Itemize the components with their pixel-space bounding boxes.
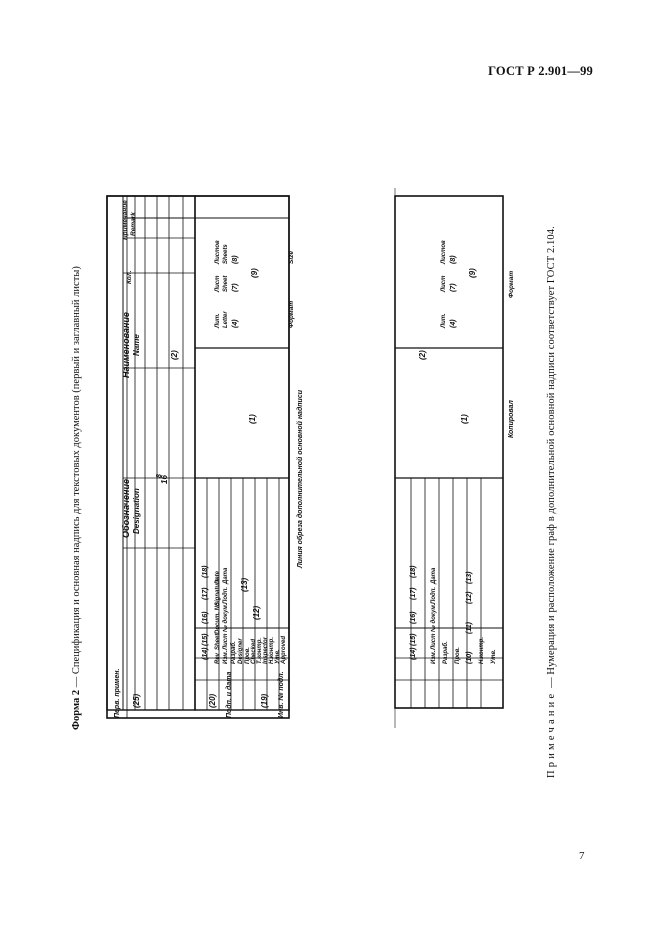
ab-kopiroval: Копировал — [508, 399, 515, 438]
page-number: 7 — [579, 850, 585, 862]
tb-docum: Docum. No — [215, 602, 221, 634]
tb-cell-16: (16) — [202, 611, 209, 624]
ab-cell-18: (18) — [410, 565, 417, 578]
document-code: ГОСТ Р 2.901—99 — [488, 64, 593, 78]
tb-approved: Approved — [281, 636, 287, 665]
first-use-label: Перв. примен. — [114, 669, 121, 718]
tb-cell-17: (17) — [202, 587, 209, 600]
ab-field-8: (8) — [450, 255, 457, 264]
tb-letter: Letter — [223, 311, 229, 328]
ab-field-12: (12) — [466, 591, 473, 604]
ab-list2: Лист — [441, 275, 447, 293]
tb-tkontr: Т.контр. — [257, 638, 263, 664]
tb-date: Date — [215, 570, 221, 584]
ab-format: Формат — [508, 271, 515, 298]
tb-field-8: (8) — [232, 255, 239, 264]
tb-field-4: (4) — [232, 319, 239, 328]
spec-qty: Кол. — [126, 270, 133, 284]
form-drawing: Обозначение Designation Наименование Nam… — [106, 188, 515, 728]
footnote: Примечание — Нумерация и расположение гр… — [546, 226, 557, 778]
tb-inspector: Inspector — [263, 636, 269, 664]
tb-razrab: Разраб. — [230, 641, 237, 664]
ab-field-1: (1) — [460, 414, 469, 424]
ab-cell-15: (15) — [410, 633, 417, 646]
caption-text: — Спецификация и основная надпись для те… — [71, 266, 82, 690]
tb-cell-15: (15) — [202, 633, 209, 646]
inv-no-label: Инв. № подл. — [277, 671, 285, 718]
tb-podp: Подп. — [223, 587, 229, 604]
tb-izm: Изм. — [223, 650, 229, 664]
tb-designer: Designer — [238, 638, 244, 664]
drawing: Обозначение Designation Наименование Nam… — [95, 188, 527, 728]
ab-razrab: Разраб. — [442, 641, 449, 664]
tb-utv: Утв. — [275, 649, 281, 664]
tb-list: Лист — [223, 633, 229, 651]
tb-field-9: (9) — [250, 268, 259, 278]
dim-16: 16 — [160, 475, 169, 484]
spec-remark-ru: Примечание — [122, 200, 129, 240]
tb-format: Формат — [288, 301, 295, 328]
tb-data: Дата — [223, 567, 229, 585]
ab-data: Дата — [431, 567, 437, 585]
ab-cell-17: (17) — [410, 587, 417, 600]
field-20: (20) — [208, 693, 217, 708]
tb-field-7: (7) — [232, 283, 239, 292]
spec-name-en: Name — [132, 334, 141, 356]
ab-field-11: (11) — [466, 621, 473, 634]
tb-checked: Checked — [251, 639, 257, 664]
ab-ndocum: № докум. — [430, 603, 437, 633]
ab-cell-16: (16) — [410, 611, 417, 624]
sign-date-label: Подп. и дата — [225, 672, 233, 718]
ab-prov: Пров. — [455, 647, 461, 664]
footnote-label: Примечание — [546, 690, 557, 778]
tb-field-13: (13) — [240, 577, 249, 592]
ab-field-13: (13) — [466, 571, 473, 584]
tb-list2: Лист — [215, 275, 221, 293]
ab-field-7: (7) — [450, 283, 457, 292]
ab-podp: Подп. — [431, 587, 437, 604]
tb-sheet2: Sheet — [223, 275, 229, 292]
spec-name-ru: Наименование — [121, 312, 131, 378]
figure-caption: Форма 2 — Спецификация и основная надпис… — [71, 266, 82, 730]
tb-prov: Пров. — [245, 647, 251, 664]
tb-lit: Лит. — [215, 313, 221, 329]
tb-size: Size — [288, 251, 295, 264]
ab-field-9: (9) — [468, 268, 477, 278]
tb-cell-18: (18) — [202, 565, 209, 578]
tb-ndocum: № докум. — [222, 603, 229, 633]
ab-lit: Лит. — [441, 313, 447, 329]
ab-field-2: (2) — [418, 350, 427, 360]
spec-designation-ru: Обозначение — [121, 479, 131, 538]
dim-8: 8 — [156, 474, 163, 478]
ab-field-4: (4) — [450, 319, 457, 328]
ab-nkontr: Н.контр. — [479, 637, 485, 664]
cut-line-label: Линия обреза дополнительной основной над… — [296, 389, 304, 569]
ab-cell-14: (14) — [410, 647, 417, 660]
footnote-text: — Нумерация и расположение граф в дополн… — [546, 226, 557, 691]
ab-list: Лист — [431, 633, 437, 651]
ab-field-10: (10) — [466, 651, 473, 664]
tb-rev: Rev — [215, 652, 221, 664]
tb-cell-14: (14) — [202, 647, 209, 660]
spec-remark-en: Remark — [130, 212, 137, 236]
tb-nkontr: Н.контр. — [269, 637, 275, 664]
tb-sheet: Sheet — [215, 633, 221, 650]
tb-field-12: (12) — [252, 605, 261, 620]
tb-sheets: Sheets — [223, 244, 229, 264]
spec-designation-en: Designation — [132, 488, 141, 534]
tb-signature: Signature — [215, 578, 221, 606]
ab-utv: Утв. — [491, 649, 497, 664]
field-19: (19) — [260, 693, 269, 708]
tb-field-2: (2) — [170, 350, 179, 360]
field-25: (25) — [132, 693, 141, 708]
ab-izm: Изм. — [431, 650, 437, 664]
caption-label: Форма 2 — [71, 689, 82, 730]
ab-listov: Листов — [441, 240, 447, 265]
tb-listov: Листов — [215, 240, 221, 265]
tb-field-1: (1) — [248, 414, 257, 424]
